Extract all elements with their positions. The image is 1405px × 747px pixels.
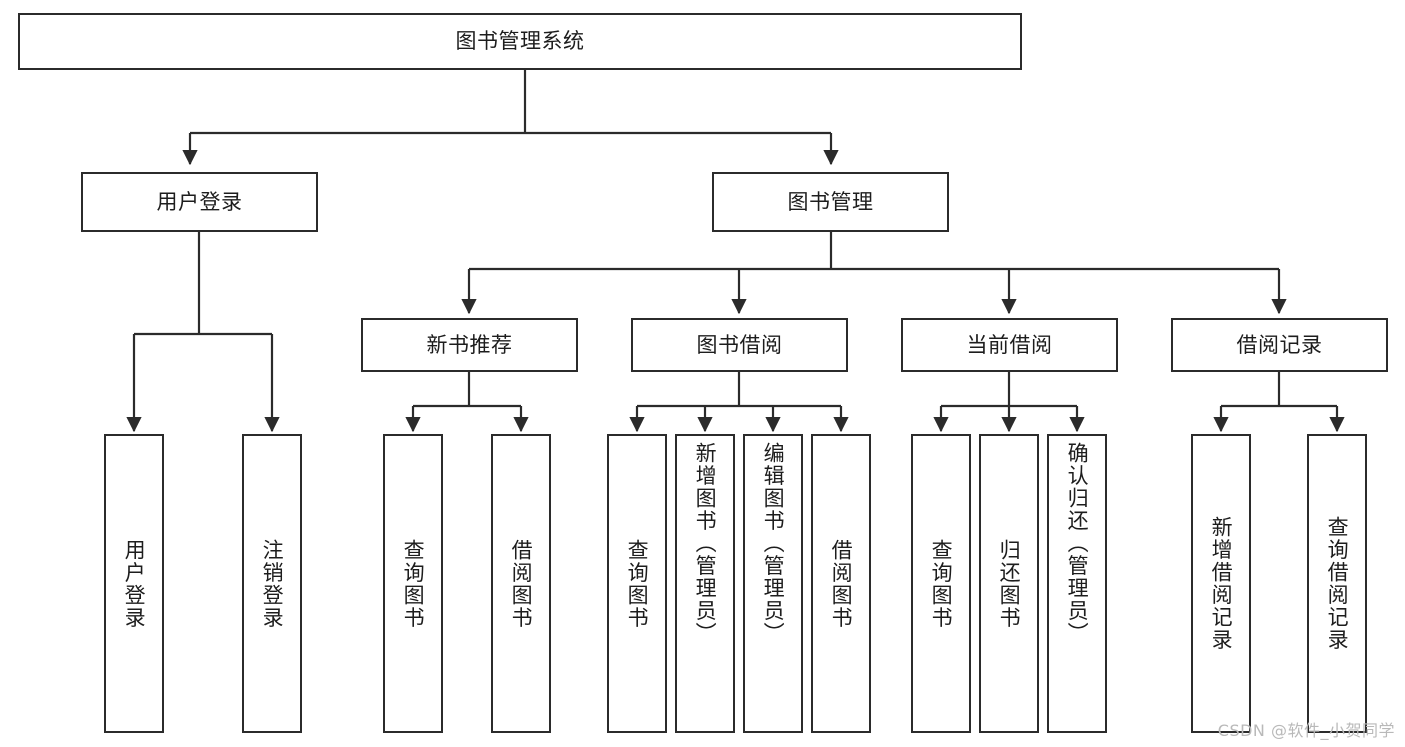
node-book-borrow-label: 图书借阅 [696, 332, 783, 357]
node-user-login[interactable]: 用户登录 [81, 172, 318, 232]
node-leaf-query-book-3-label: 查询图书 [929, 538, 954, 629]
node-book-manage-label: 图书管理 [787, 189, 874, 214]
node-user-login-label: 用户登录 [156, 189, 243, 214]
node-leaf-add-record-label: 新增借阅记录 [1209, 516, 1234, 651]
node-leaf-add-book[interactable]: 新增图书（管理员） [675, 434, 735, 733]
node-leaf-query-book-2[interactable]: 查询图书 [607, 434, 667, 733]
node-leaf-user-login-label: 用户登录 [122, 538, 147, 629]
node-leaf-borrow-book-1-label: 借阅图书 [509, 538, 534, 629]
node-leaf-query-book-2-label: 查询图书 [625, 538, 650, 629]
node-new-book-recommend-label: 新书推荐 [426, 332, 513, 357]
node-leaf-edit-book[interactable]: 编辑图书（管理员） [743, 434, 803, 733]
node-book-borrow[interactable]: 图书借阅 [631, 318, 848, 372]
node-leaf-user-login[interactable]: 用户登录 [104, 434, 164, 733]
node-leaf-add-book-label: 新增图书（管理员） [693, 442, 718, 645]
node-new-book-recommend[interactable]: 新书推荐 [361, 318, 578, 372]
node-leaf-return-book[interactable]: 归还图书 [979, 434, 1039, 733]
node-leaf-query-book-3[interactable]: 查询图书 [911, 434, 971, 733]
node-leaf-query-record-label: 查询借阅记录 [1325, 516, 1350, 651]
node-current-borrow-label: 当前借阅 [966, 332, 1053, 357]
node-leaf-confirm-return-label: 确认归还（管理员） [1065, 442, 1090, 645]
node-current-borrow[interactable]: 当前借阅 [901, 318, 1118, 372]
node-book-manage[interactable]: 图书管理 [712, 172, 949, 232]
node-leaf-query-book-1[interactable]: 查询图书 [383, 434, 443, 733]
csdn-watermark: CSDN @软件_小贺同学 [1217, 721, 1395, 740]
node-borrow-record-label: 借阅记录 [1236, 332, 1323, 357]
node-leaf-borrow-book-2[interactable]: 借阅图书 [811, 434, 871, 733]
node-leaf-confirm-return[interactable]: 确认归还（管理员） [1047, 434, 1107, 733]
node-leaf-query-book-1-label: 查询图书 [401, 538, 426, 629]
node-leaf-logout[interactable]: 注销登录 [242, 434, 302, 733]
node-leaf-add-record[interactable]: 新增借阅记录 [1191, 434, 1251, 733]
node-leaf-logout-label: 注销登录 [260, 538, 285, 629]
node-root[interactable]: 图书管理系统 [18, 13, 1022, 70]
node-leaf-edit-book-label: 编辑图书（管理员） [761, 442, 786, 645]
node-leaf-query-record[interactable]: 查询借阅记录 [1307, 434, 1367, 733]
node-leaf-borrow-book-1[interactable]: 借阅图书 [491, 434, 551, 733]
node-borrow-record[interactable]: 借阅记录 [1171, 318, 1388, 372]
node-leaf-return-book-label: 归还图书 [997, 538, 1022, 629]
node-leaf-borrow-book-2-label: 借阅图书 [829, 538, 854, 629]
node-root-label: 图书管理系统 [455, 29, 585, 54]
